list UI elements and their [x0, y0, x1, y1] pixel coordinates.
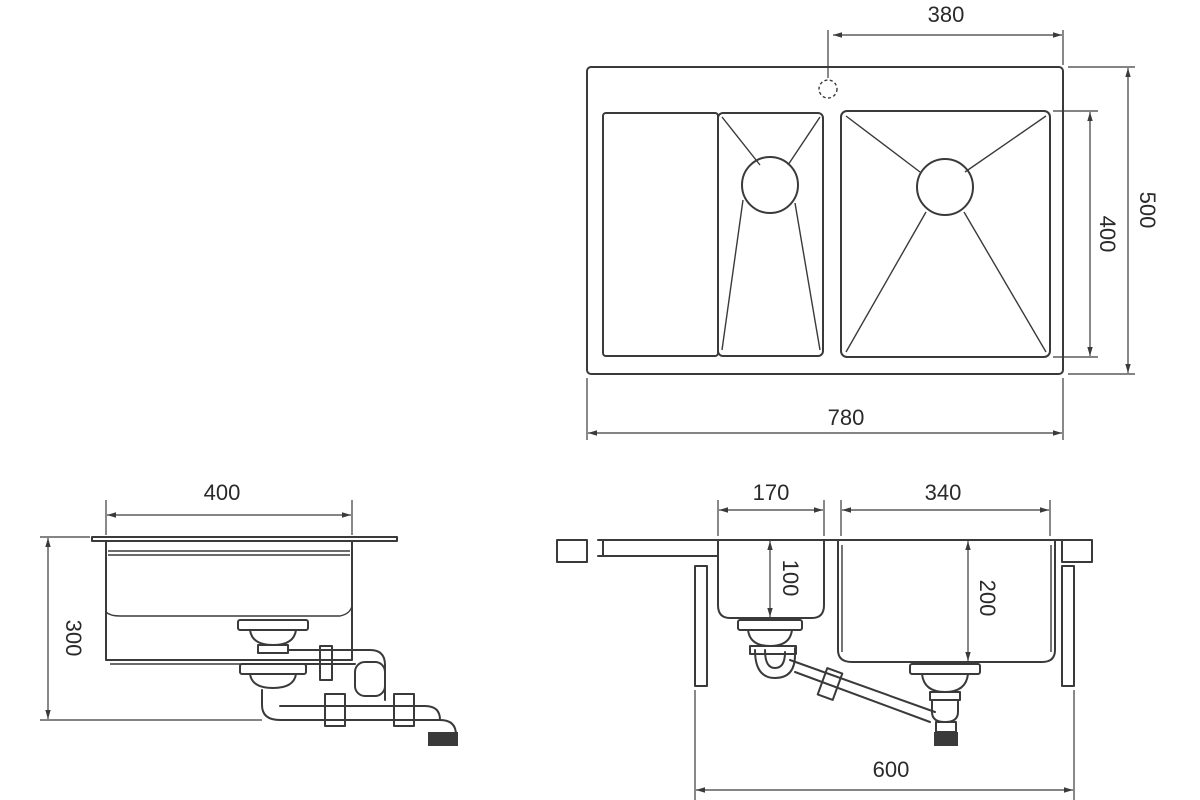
cabinet-wall-left: [694, 565, 708, 687]
dim-400-vertical-label: 400: [1095, 216, 1120, 253]
countertop-right: [1061, 539, 1093, 563]
side-drain-lower-icon: [239, 663, 307, 689]
side-view-body: [105, 540, 353, 661]
dim-front-100-label: 100: [778, 560, 803, 597]
tap-hole-icon: [818, 79, 838, 99]
dim-front-200-label: 200: [975, 580, 1000, 617]
dim-front-170: 170: [717, 480, 825, 536]
dim-380-label: 380: [928, 2, 965, 27]
dim-500: 500: [1068, 66, 1160, 375]
dim-front-600-label: 600: [873, 757, 910, 782]
dim-780: 780: [586, 378, 1064, 440]
top-view: 380 780 500 400: [586, 2, 1160, 440]
front-view: 170 340 100 200 600: [556, 480, 1093, 800]
cabinet-wall-right: [1061, 565, 1075, 687]
dim-400-vertical: 400: [1053, 110, 1120, 358]
dim-front-170-label: 170: [753, 480, 790, 505]
small-bowl-funnel: [721, 116, 821, 351]
side-view-rim: [91, 536, 398, 542]
dim-side-300-label: 300: [61, 620, 86, 657]
front-small-bowl: [717, 539, 825, 619]
side-siphon-icon: [261, 645, 458, 746]
dim-front-340-label: 340: [925, 480, 962, 505]
small-bowl-top: [717, 112, 824, 357]
front-small-drain-icon: [737, 619, 803, 679]
dim-front-200: 200: [965, 541, 1000, 661]
dim-side-400-label: 400: [204, 480, 241, 505]
front-rim: [597, 539, 1063, 563]
front-large-bowl: [837, 539, 1056, 663]
top-view-outline: [586, 66, 1064, 375]
dim-side-300: 300: [40, 536, 262, 721]
side-drain-upper-icon: [237, 619, 309, 654]
countertop-left: [556, 539, 588, 563]
large-bowl-drain-icon: [916, 158, 974, 216]
small-bowl-drain-icon: [741, 156, 799, 214]
dim-front-100: 100: [767, 541, 803, 617]
drainboard: [602, 112, 719, 357]
dim-front-600: 600: [694, 690, 1075, 800]
side-view: 400 300: [40, 480, 458, 746]
front-drain-hose-icon: [789, 659, 936, 723]
dim-380: 380: [827, 2, 1064, 78]
dim-780-label: 780: [828, 405, 865, 430]
dim-side-400: 400: [105, 480, 353, 535]
large-bowl-top: [840, 110, 1051, 358]
front-large-drain-icon: [909, 663, 981, 746]
dim-front-340: 340: [840, 480, 1051, 536]
large-bowl-funnel: [845, 115, 1047, 353]
dim-500-label: 500: [1135, 192, 1160, 229]
